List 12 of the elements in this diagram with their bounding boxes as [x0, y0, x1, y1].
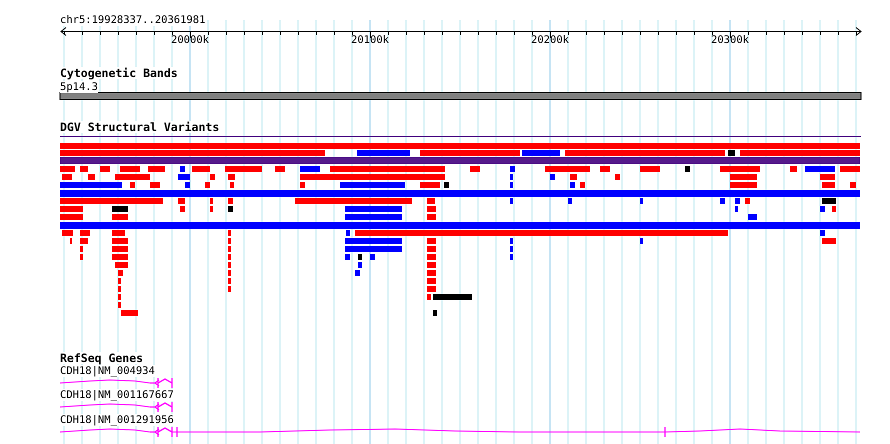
gene-label: CDH18|NM_001291956	[60, 414, 174, 426]
tick-label: 20100k	[351, 34, 389, 46]
gene-label: CDH18|NM_004934	[60, 365, 155, 377]
tick-label: 20200k	[531, 34, 569, 46]
track-title: RefSeq Genes	[60, 352, 144, 364]
band-label: 5p14.3	[60, 81, 98, 93]
gene-label: CDH18|NM_001167667	[60, 389, 174, 401]
tick-label: 20000k	[171, 34, 209, 46]
locus-label: chr5:19928337..20361981	[60, 14, 206, 26]
tick-label: 20300k	[711, 34, 749, 46]
track-title: DGV Structural Variants	[60, 121, 220, 133]
track-title: Cytogenetic Bands	[60, 67, 178, 79]
